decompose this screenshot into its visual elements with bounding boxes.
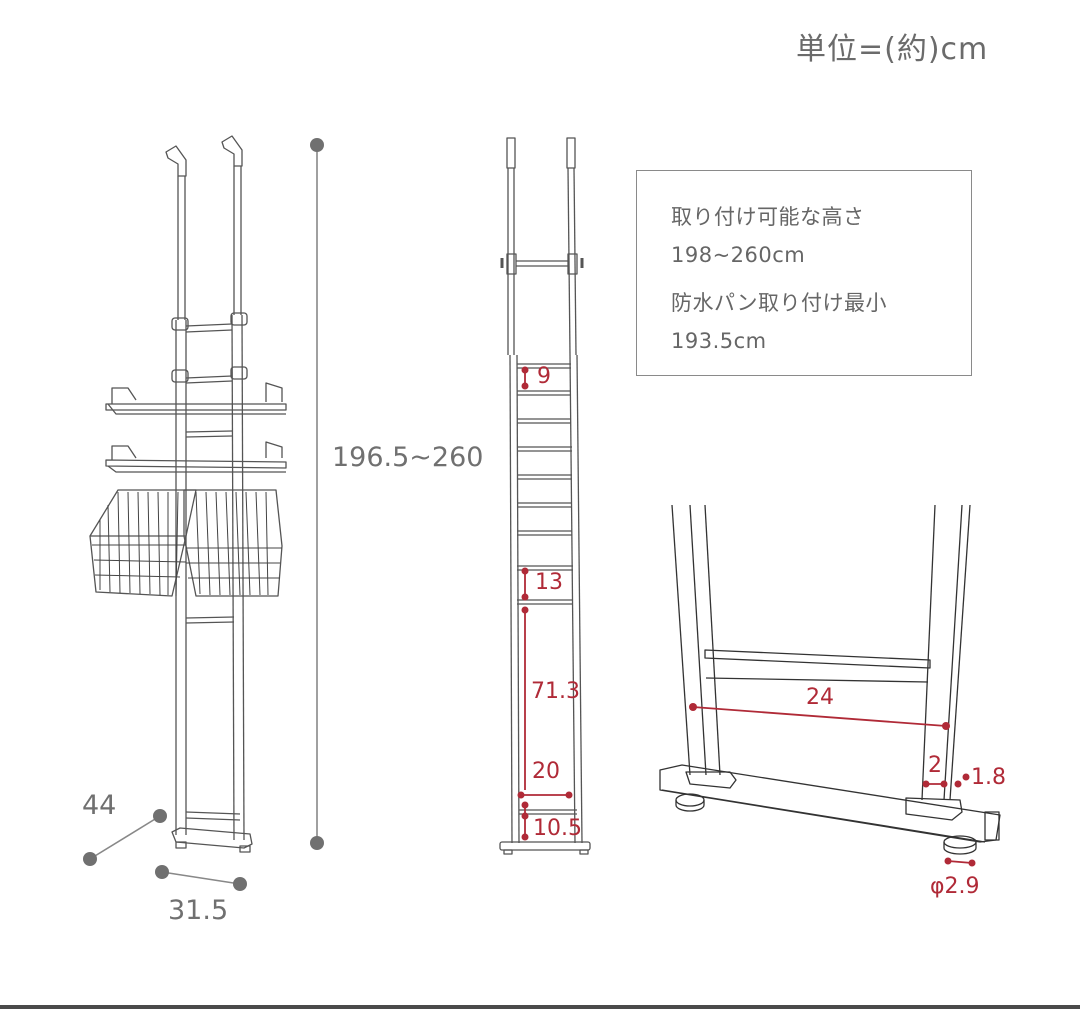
base-detail-drawing — [659, 504, 1001, 855]
bottom-divider — [0, 1005, 1080, 1009]
unit-label: 単位=(約)cm — [796, 32, 989, 67]
pole-spacing-label: 24 — [806, 685, 834, 710]
detail-dimension-markers — [689, 703, 976, 867]
foot-diameter-label: φ2.9 — [930, 874, 980, 899]
mountable-height-label: 取り付け可能な高さ — [671, 205, 865, 229]
front-dimension-markers — [517, 366, 573, 841]
front-view-drawing — [499, 137, 591, 855]
pole-width-label: 1.8 — [971, 765, 1006, 790]
overall-rack-drawing — [89, 135, 287, 853]
rung-spacing-label: 13 — [535, 570, 563, 595]
mounting-height-info-box: 取り付け可能な高さ 198~260cm 防水パン取り付け最小 193.5cm — [636, 170, 972, 376]
overall-dimension-markers — [83, 138, 324, 891]
inner-width-label: 20 — [532, 759, 560, 784]
pole-depth-label: 2 — [928, 753, 942, 778]
basket-wire-mesh — [92, 491, 282, 597]
waterproof-pan-min-label: 防水パン取り付け最小 — [671, 291, 888, 315]
waterproof-pan-min-value: 193.5cm — [671, 329, 767, 353]
mountable-height-value: 198~260cm — [671, 243, 806, 267]
width-label: 31.5 — [168, 895, 229, 926]
top-rung-spacing-label: 9 — [537, 364, 551, 389]
bottom-rung-height-label: 10.5 — [533, 816, 582, 841]
overall-height-label: 196.5~260 — [332, 442, 484, 473]
lower-frame-height-label: 71.3 — [531, 679, 580, 704]
depth-label: 44 — [82, 790, 117, 821]
